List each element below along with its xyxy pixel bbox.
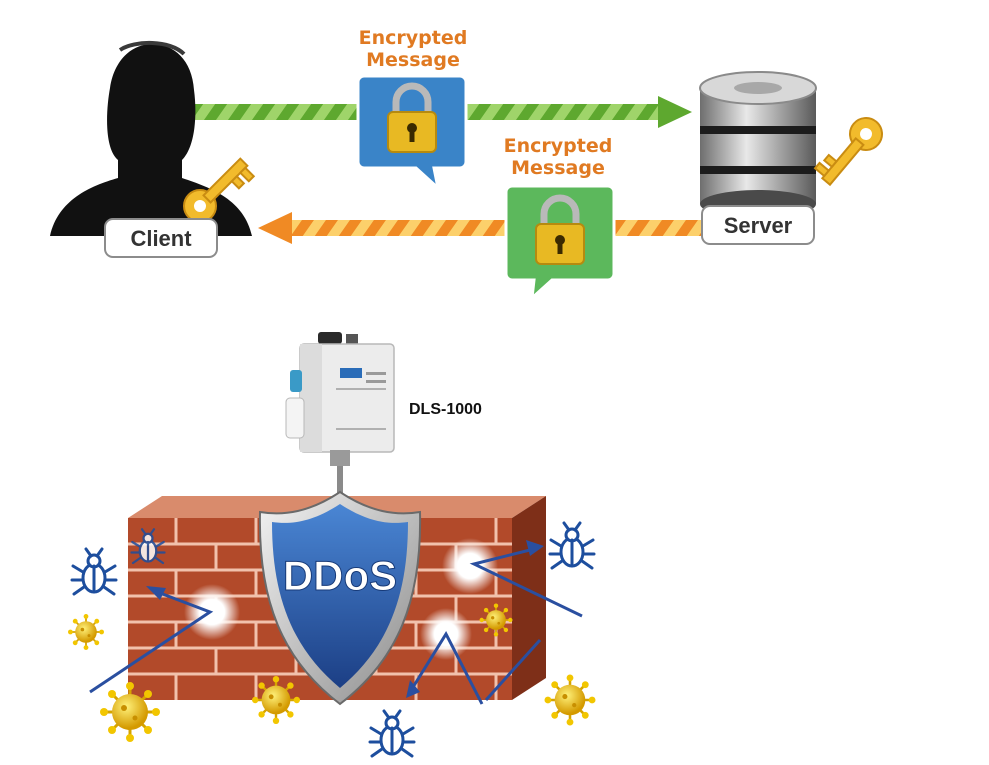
- attack-arrow-left: [89, 588, 214, 694]
- dls-1000-device: [285, 332, 395, 466]
- bug-icon-left: [70, 547, 118, 596]
- server-database-icon: [699, 71, 817, 218]
- attack-arrow-trail: [484, 638, 542, 702]
- encrypted-caption-top-line1: Encrypted: [359, 27, 468, 49]
- server-key-icon: [812, 109, 890, 193]
- virus-icon-1: [67, 613, 105, 651]
- bug-icon-bottom: [368, 709, 416, 758]
- attack-arrow-bottom: [408, 630, 484, 705]
- client-label-box: Client: [104, 218, 218, 258]
- device-label: DLS-1000: [409, 401, 482, 418]
- impact-glow-right-top: [442, 538, 498, 594]
- attack-arrow-right-top: [469, 546, 583, 618]
- server-label: Server: [724, 213, 793, 238]
- client-user-icon: [50, 40, 252, 236]
- encrypted-caption-top-line2: Message: [366, 49, 460, 71]
- bug-icon-right: [548, 521, 596, 570]
- ddos-shield: [258, 490, 422, 706]
- return-arrow: [258, 212, 710, 244]
- encrypted-caption-bottom-line2: Message: [511, 157, 605, 179]
- encrypted-caption-bottom-line1: Encrypted: [504, 135, 613, 157]
- virus-icon-5: [543, 673, 597, 727]
- server-label-box: Server: [701, 205, 815, 245]
- shield-label: DDoS: [283, 552, 397, 599]
- client-label: Client: [130, 226, 192, 251]
- attack-arrows: [89, 540, 583, 705]
